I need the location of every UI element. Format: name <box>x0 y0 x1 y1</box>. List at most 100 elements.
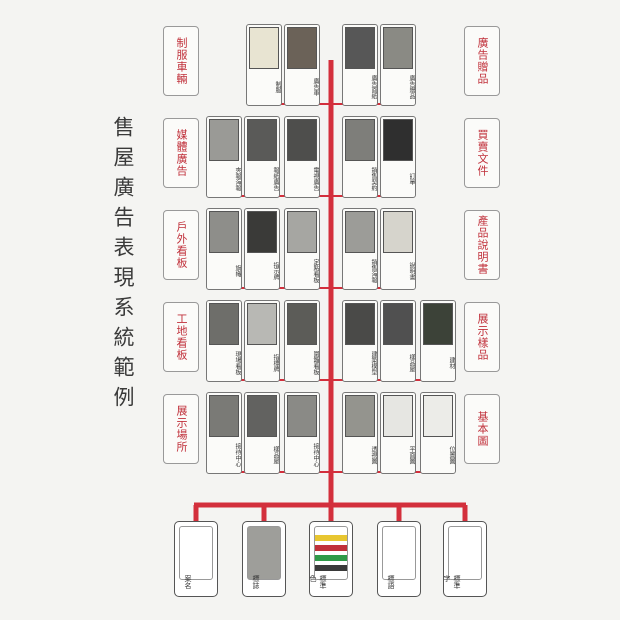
item-thumbnail: 銷售海報 <box>342 208 378 290</box>
category-brochure: 產品說明書 <box>464 210 500 280</box>
photo-icon <box>383 27 413 69</box>
category-showroom: 展示場所 <box>163 394 199 464</box>
bottom-element-label: 標準字 <box>443 575 461 589</box>
item-thumbnail: 報紙廣告 <box>244 116 280 198</box>
item-caption: 建材 <box>448 356 455 369</box>
floorplan-icon <box>383 395 413 437</box>
item-caption: 制服 <box>274 80 281 93</box>
page-title: 售屋廣告表現系統範例 <box>111 116 135 416</box>
blank-panel <box>448 526 482 580</box>
item-caption: 電視廣告 <box>312 166 319 191</box>
item-thumbnail: 訂單 <box>380 116 416 198</box>
item-thumbnail: 透視圖 <box>342 392 378 474</box>
category-label: 展示場所 <box>175 405 188 453</box>
item-thumbnail: 平面圖 <box>380 392 416 474</box>
item-caption: 說明書 <box>408 261 415 280</box>
item-caption: 廣告贈品 <box>408 74 415 99</box>
item-thumbnail: 接待中心 <box>206 392 242 474</box>
logo-icon <box>247 526 281 580</box>
blank-panel <box>382 526 416 580</box>
photo-icon <box>247 119 277 161</box>
item-caption: 指示牌 <box>272 261 279 280</box>
map-icon <box>423 395 453 437</box>
photo-icon <box>423 303 453 345</box>
item-thumbnail: 圍籬看板 <box>284 300 320 382</box>
category-outdoor-billboard: 戶外看板 <box>163 210 199 280</box>
photo-icon <box>287 119 317 161</box>
category-label: 工地看板 <box>175 313 188 361</box>
category-label: 買賣文件 <box>476 129 489 177</box>
category-label: 媒體廣告 <box>175 129 188 177</box>
photo-icon <box>345 27 375 69</box>
category-ad-gifts: 廣告贈品 <box>464 26 500 96</box>
item-caption: 位置圖 <box>448 445 455 464</box>
photo-icon <box>345 119 375 161</box>
item-caption: 廣告車 <box>312 77 319 96</box>
item-caption: 樣品屋 <box>272 445 279 464</box>
bottom-element-label: 標語 <box>387 575 395 589</box>
item-caption: 樣品屋 <box>408 353 415 372</box>
photo-icon <box>287 27 317 69</box>
item-thumbnail: 電視廣告 <box>284 116 320 198</box>
photo-icon <box>209 303 239 345</box>
photo-icon <box>345 303 375 345</box>
item-caption: 銷售契約 <box>370 166 377 191</box>
bottom-element-slogan: 標語 <box>377 521 421 597</box>
item-thumbnail: 銷售契約 <box>342 116 378 198</box>
bottom-element-logo: 標誌 <box>242 521 286 597</box>
item-thumbnail: 夾報海報 <box>206 116 242 198</box>
category-label: 戶外看板 <box>175 221 188 269</box>
bottom-element-label: 案名 <box>184 575 192 589</box>
item-caption: 接待中心 <box>234 442 241 467</box>
item-caption: 銷售海報 <box>370 258 377 283</box>
color-stripe <box>315 545 347 551</box>
item-caption: 定點看板 <box>312 258 319 283</box>
item-thumbnail: 現場看板 <box>206 300 242 382</box>
item-caption: 現場看板 <box>234 350 241 375</box>
item-caption: 廣告面紙 <box>370 74 377 99</box>
color-swatch <box>314 526 348 580</box>
photo-icon <box>383 303 413 345</box>
color-stripe <box>315 535 347 541</box>
item-thumbnail: 旗幟 <box>206 208 242 290</box>
photo-icon <box>345 395 375 437</box>
item-thumbnail: 廣告車 <box>284 24 320 106</box>
bottom-element-standard-color: 標準色 <box>309 521 353 597</box>
photo-icon <box>247 211 277 253</box>
category-label: 廣告贈品 <box>476 37 489 85</box>
color-stripe <box>315 565 347 571</box>
item-caption: 報紙廣告 <box>272 166 279 191</box>
item-thumbnail: 位置圖 <box>420 392 456 474</box>
item-thumbnail: 建築模型 <box>342 300 378 382</box>
item-thumbnail: 接待中心 <box>284 392 320 474</box>
photo-icon <box>209 119 239 161</box>
photo-icon <box>209 211 239 253</box>
category-show-samples: 展示樣品 <box>464 302 500 372</box>
photo-icon <box>287 395 317 437</box>
photo-icon <box>247 395 277 437</box>
color-stripes <box>315 527 347 579</box>
item-thumbnail: 建材 <box>420 300 456 382</box>
item-caption: 平面圖 <box>408 445 415 464</box>
blank-panel <box>179 526 213 580</box>
category-uniform-vehicle: 制服車輛 <box>163 26 199 96</box>
photo-icon <box>383 211 413 253</box>
photo-icon <box>383 119 413 161</box>
category-label: 展示樣品 <box>476 313 489 361</box>
bottom-element-label: 標準色 <box>309 575 327 589</box>
item-caption: 指標牌 <box>272 353 279 372</box>
category-basic-drawings: 基本圖 <box>464 394 500 464</box>
item-thumbnail: 指示牌 <box>244 208 280 290</box>
bottom-element-project-name: 案名 <box>174 521 218 597</box>
category-site-billboard: 工地看板 <box>163 302 199 372</box>
item-caption: 旗幟 <box>234 264 241 277</box>
item-caption: 接待中心 <box>312 442 319 467</box>
photo-icon <box>247 303 277 345</box>
photo-icon <box>287 303 317 345</box>
photo-icon <box>249 27 279 69</box>
category-sales-docs: 買賣文件 <box>464 118 500 188</box>
item-caption: 夾報海報 <box>234 166 241 191</box>
photo-icon <box>209 395 239 437</box>
item-thumbnail: 樣品屋 <box>244 392 280 474</box>
item-thumbnail: 廣告面紙 <box>342 24 378 106</box>
